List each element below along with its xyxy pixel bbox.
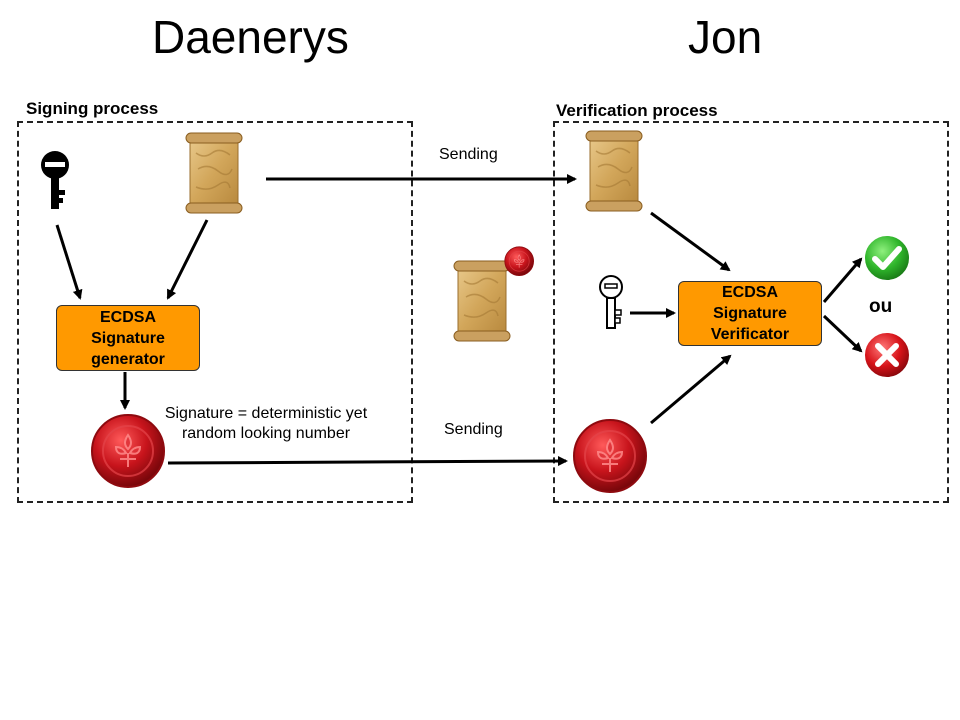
arrow-received-scroll-to-verifier bbox=[650, 211, 731, 272]
arrow-verifier-to-invalid bbox=[822, 314, 863, 353]
generator-line-3: generator bbox=[91, 350, 165, 368]
received-wax-seal-icon bbox=[573, 419, 647, 493]
black-key-icon bbox=[41, 151, 69, 209]
signing-process-title: Signing process bbox=[26, 99, 159, 118]
received-scroll-icon bbox=[585, 130, 643, 212]
signature-note-line-2: random looking number bbox=[181, 425, 351, 442]
arrow-received-seal-to-verifier bbox=[650, 354, 732, 425]
signing-process-box bbox=[17, 121, 413, 503]
sealed-scroll-icon bbox=[453, 246, 534, 342]
actor-daenerys: Daenerys bbox=[152, 11, 349, 63]
arrow-verifier-to-valid bbox=[822, 257, 863, 303]
red-cross-icon bbox=[863, 331, 911, 379]
arrow-private-key-to-generator bbox=[55, 224, 83, 300]
white-key-icon bbox=[599, 275, 623, 329]
sending-signature-label: Sending bbox=[444, 421, 503, 438]
verifier-line-3: Verificator bbox=[710, 326, 790, 343]
generator-line-1: ECDSA bbox=[99, 308, 156, 326]
verification-process-title: Verification process bbox=[556, 101, 718, 120]
ecdsa-signature-generator: ECDSA Signature generator bbox=[56, 305, 200, 371]
verification-process-box bbox=[553, 121, 949, 503]
green-check-icon bbox=[863, 234, 911, 282]
verifier-line-1: ECDSA bbox=[721, 284, 778, 301]
generator-line-2: Signature bbox=[91, 329, 165, 347]
ecdsa-signature-verificator: ECDSA Signature Verificator bbox=[678, 281, 822, 346]
arrow-scroll-to-generator bbox=[166, 219, 209, 300]
arrow-send-signature bbox=[167, 456, 568, 467]
or-label: ou bbox=[869, 296, 893, 317]
parchment-scroll-icon bbox=[185, 132, 243, 214]
signature-note-line-1: Signature = deterministic yet bbox=[164, 405, 368, 422]
verifier-line-2: Signature bbox=[713, 305, 787, 322]
actor-jon: Jon bbox=[688, 11, 763, 63]
signature-note: Signature = deterministic yet random loo… bbox=[146, 404, 386, 444]
sending-message-label: Sending bbox=[439, 146, 498, 163]
